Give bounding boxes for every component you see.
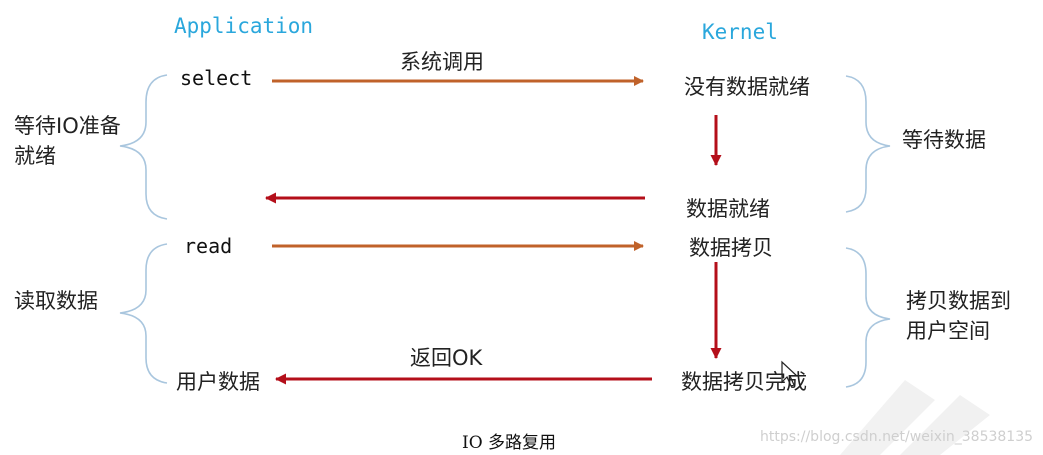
select-label: select: [180, 66, 253, 90]
data-copy-label: 数据拷贝: [689, 236, 773, 260]
application-header: Application: [174, 14, 314, 38]
data-ready-label: 数据就绪: [686, 197, 770, 221]
right-brace-wait: [845, 75, 891, 213]
user-data-label: 用户数据: [176, 370, 260, 394]
watermark-url: https://blog.csdn.net/weixin_38538135: [760, 429, 1034, 445]
watermark-logo: [840, 380, 990, 455]
data-copy-done-label: 数据拷贝完成: [681, 370, 807, 394]
wait-io-ready-line2: 就绪: [14, 144, 56, 168]
right-brace-copy: [845, 247, 891, 388]
left-brace-wait: [119, 74, 168, 220]
copy-to-user-space-label: 拷贝数据到 用户空间: [906, 286, 1011, 346]
left-brace-read: [119, 243, 168, 384]
mouse-cursor-icon: [781, 360, 799, 387]
wait-data-label: 等待数据: [902, 128, 986, 152]
wait-io-ready-label: 等待IO准备 就绪: [14, 111, 121, 171]
copy-to-user-space-line1: 拷贝数据到: [906, 289, 1011, 313]
read-label: read: [184, 234, 233, 258]
no-data-ready-label: 没有数据就绪: [684, 75, 810, 99]
read-data-label: 读取数据: [14, 289, 98, 313]
copy-to-user-space-line2: 用户空间: [906, 319, 990, 343]
kernel-header: Kernel: [702, 20, 778, 44]
diagram-caption: IO 多路复用: [462, 433, 557, 453]
wait-io-ready-line1: 等待IO准备: [14, 114, 121, 138]
syscall-label: 系统调用: [400, 50, 484, 74]
return-ok-label: 返回OK: [410, 346, 483, 370]
